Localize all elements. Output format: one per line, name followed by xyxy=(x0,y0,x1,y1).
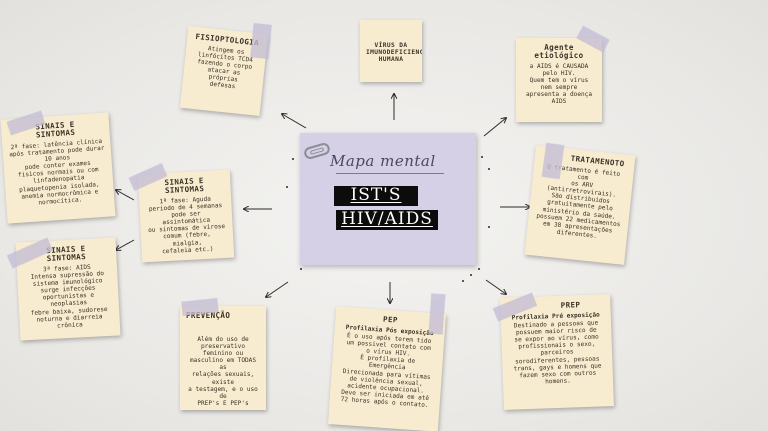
note-title: VÍRUS DA IMUNODEFICIENCIA HUMANA xyxy=(366,42,422,63)
arrow-to-fisiopatologia xyxy=(282,114,307,129)
note-body: Atingem os linfócitos TCD4 fazendo o cor… xyxy=(196,45,254,91)
center-label-ists: IST'S xyxy=(334,186,418,206)
arrow-to-prevencao xyxy=(266,281,289,297)
note-title: Agente etiológico xyxy=(534,43,584,60)
speck xyxy=(478,268,480,270)
arrow-to-sinais3 xyxy=(116,239,135,250)
note-tratamento: TRATAMENOTO O tratamento é feito com os … xyxy=(524,145,636,265)
note-prevencao: PREVENÇÃO Além do uso de preservativo fe… xyxy=(180,306,266,410)
note-virus: VÍRUS DA IMUNODEFICIENCIA HUMANA xyxy=(360,20,422,82)
speck xyxy=(488,168,490,170)
note-body: 2ª fase: latência clínica após tratament… xyxy=(9,137,105,207)
tape xyxy=(250,23,272,59)
arrow-to-prep xyxy=(485,279,506,294)
note-sinais-sintomas-fase1: SINAIS E SINTOMAS 1ª fase: Aguda periodo… xyxy=(137,169,235,263)
arrow-to-sinais2 xyxy=(116,190,135,201)
speck xyxy=(470,274,472,276)
speck xyxy=(462,280,464,282)
note-body: a AIDS é CAUSADA pelo HIV. Quem tem o ví… xyxy=(525,63,593,106)
tape xyxy=(428,293,446,335)
speck xyxy=(481,156,483,158)
speck xyxy=(286,186,288,188)
arrow-to-agente xyxy=(483,118,506,137)
center-title: Mapa mental xyxy=(330,152,436,170)
note-body: 3ª fase: AIDS Intensa supressão do siste… xyxy=(30,263,108,330)
speck xyxy=(300,268,302,270)
note-body: 1ª fase: Aguda periodo de 4 semanas pode… xyxy=(148,195,226,255)
center-label-hiv-aids: HIV/AIDS xyxy=(336,210,438,230)
speck xyxy=(488,226,490,228)
speck xyxy=(292,158,294,160)
note-agente-etiologico: Agente etiológico a AIDS é CAUSADA pelo … xyxy=(516,38,602,122)
note-title: PREVENÇÃO xyxy=(186,311,231,320)
note-body: Além do uso de preservativo feminino ou … xyxy=(188,336,258,407)
note-body: Destinado a pessoas que possuem maior ri… xyxy=(513,319,602,386)
note-body: É o uso após terem tido um possivel cont… xyxy=(340,332,432,409)
center-title-underline xyxy=(336,173,444,174)
